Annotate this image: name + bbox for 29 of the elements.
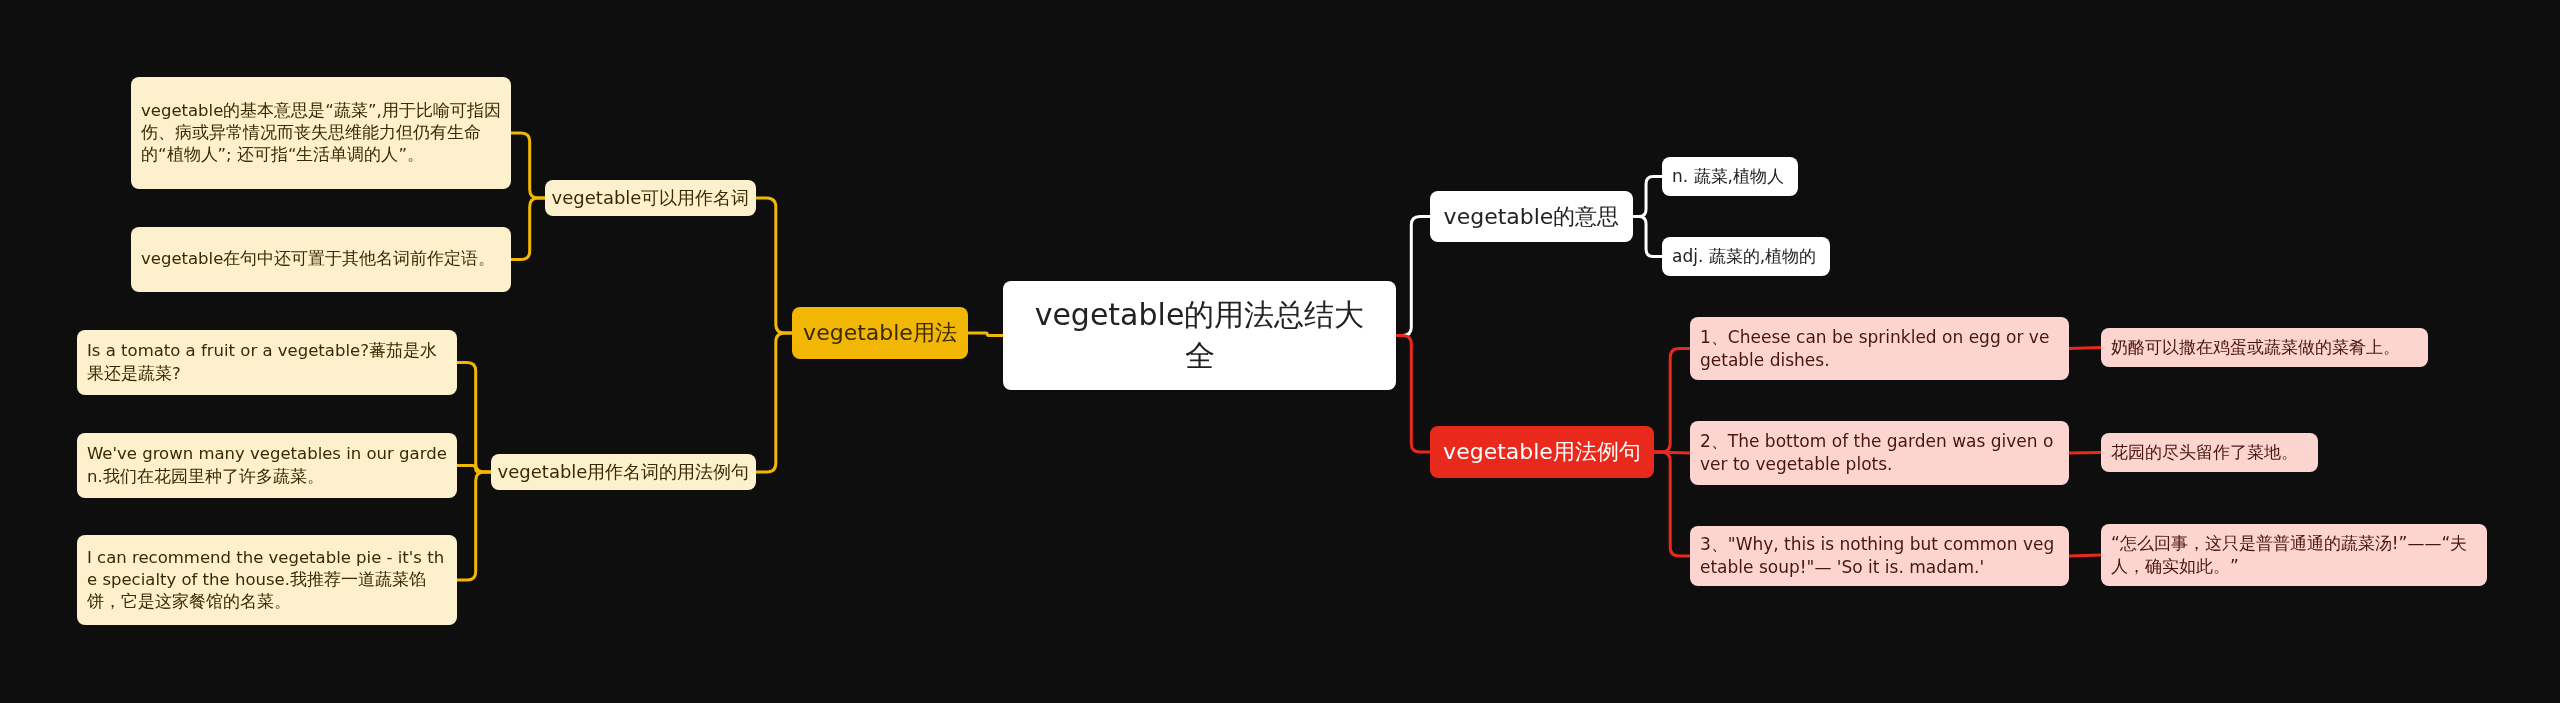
topic-box: n. 蔬菜,植物人 (1662, 157, 1798, 196)
topic-box: 花园的尽头留作了菜地。 (2101, 433, 2318, 472)
topic-box: vegetable用作名词的用法例句 (491, 454, 756, 490)
topic-box: adj. 蔬菜的,植物的 (1662, 237, 1830, 276)
central-topic-box: vegetable的用法总结大全 (1003, 281, 1396, 390)
text-box: 2、The bottom of the garden was given over to vegetable plots. (1690, 421, 2069, 485)
text-box: 3、"Why, this is nothing but common vegetable soup!"— 'So it is. madam.' (1690, 526, 2069, 586)
connector-line (1654, 450, 1690, 558)
text-box: vegetable的基本意思是“蔬菜”,用于比喻可指因伤、病或异常情况而丧失思维能力但仍有生命的“植物人”; 还可指“生活单调的人”。 (131, 77, 511, 189)
connector-line (2068, 553, 2102, 558)
connector-line (2068, 346, 2102, 350)
text-box: 1、Cheese can be sprinkled on egg or vegetable dishes. (1690, 317, 2069, 380)
branch-box: vegetable用法例句 (1430, 426, 1654, 478)
text-box: vegetable在句中还可置于其他名词前作定语。 (131, 227, 511, 292)
text-box: We've grown many vegetables in our garden.我们在花园里种了许多蔬菜。 (77, 433, 457, 498)
text-box: Is a tomato a fruit or a vegetable?蕃茄是水果还是蔬菜? (77, 330, 457, 395)
branch-box: vegetable用法 (792, 307, 968, 359)
connector-line (1633, 215, 1662, 258)
topic-box: vegetable可以用作名词 (545, 180, 756, 216)
connector-line (968, 331, 1003, 337)
branch-box: vegetable的意思 (1430, 191, 1633, 242)
connector-line (1396, 334, 1430, 454)
connector-line (756, 331, 792, 474)
connector-line (511, 196, 545, 261)
text-box: I can recommend the vegetable pie - it's the specialty of the house.我推荐一道蔬菜馅饼，它是这家餐馆的名菜。 (77, 535, 457, 625)
text-box: “怎么回事，这只是普普通通的蔬菜汤!”——“夫人，确实如此。” (2101, 524, 2487, 586)
topic-box: 奶酪可以撒在鸡蛋或蔬菜做的菜肴上。 (2101, 328, 2428, 367)
connector-line (2068, 451, 2102, 455)
connector-line (457, 470, 491, 582)
